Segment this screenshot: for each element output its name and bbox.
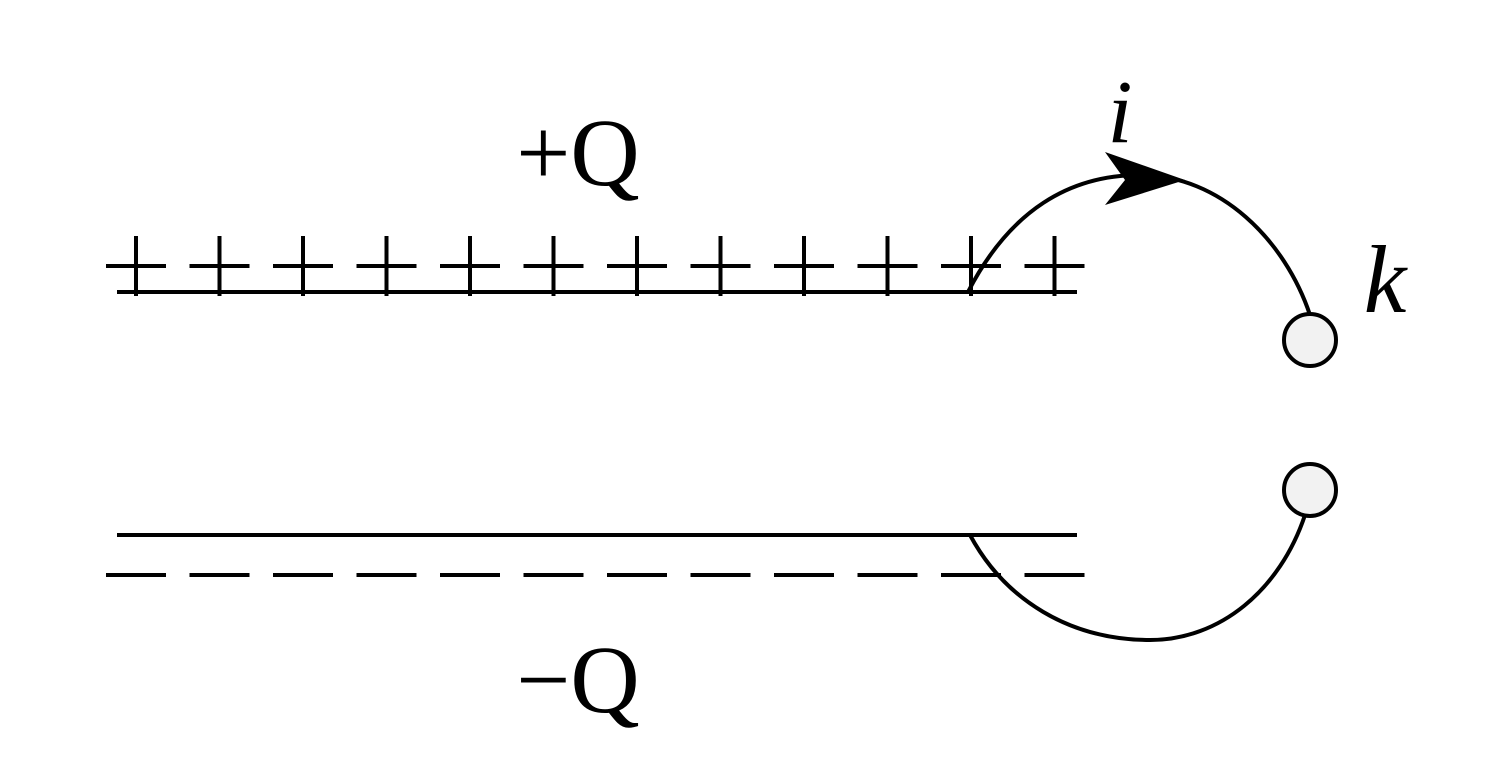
switch-label: k [1364,226,1409,333]
plus-sign [273,236,333,296]
plus-sign [607,236,667,296]
switch-terminal-top [1282,312,1338,368]
plus-sign [774,236,834,296]
switch-terminal-bottom [1282,462,1338,518]
plus-sign [189,236,250,296]
plus-sign [440,236,500,296]
bottom-plate-charge-label: −Q [516,626,639,733]
plus-sign [1024,236,1085,296]
top-plate-charge-label: +Q [516,99,639,206]
positive-charges [106,236,1085,296]
plus-sign [690,236,751,296]
lower-wire [968,514,1307,643]
current-arrow-icon [1105,152,1185,205]
plus-sign [356,236,417,296]
current-label: i [1107,63,1132,162]
plus-sign [106,236,166,296]
plus-sign [857,236,918,296]
plus-sign [523,236,584,296]
